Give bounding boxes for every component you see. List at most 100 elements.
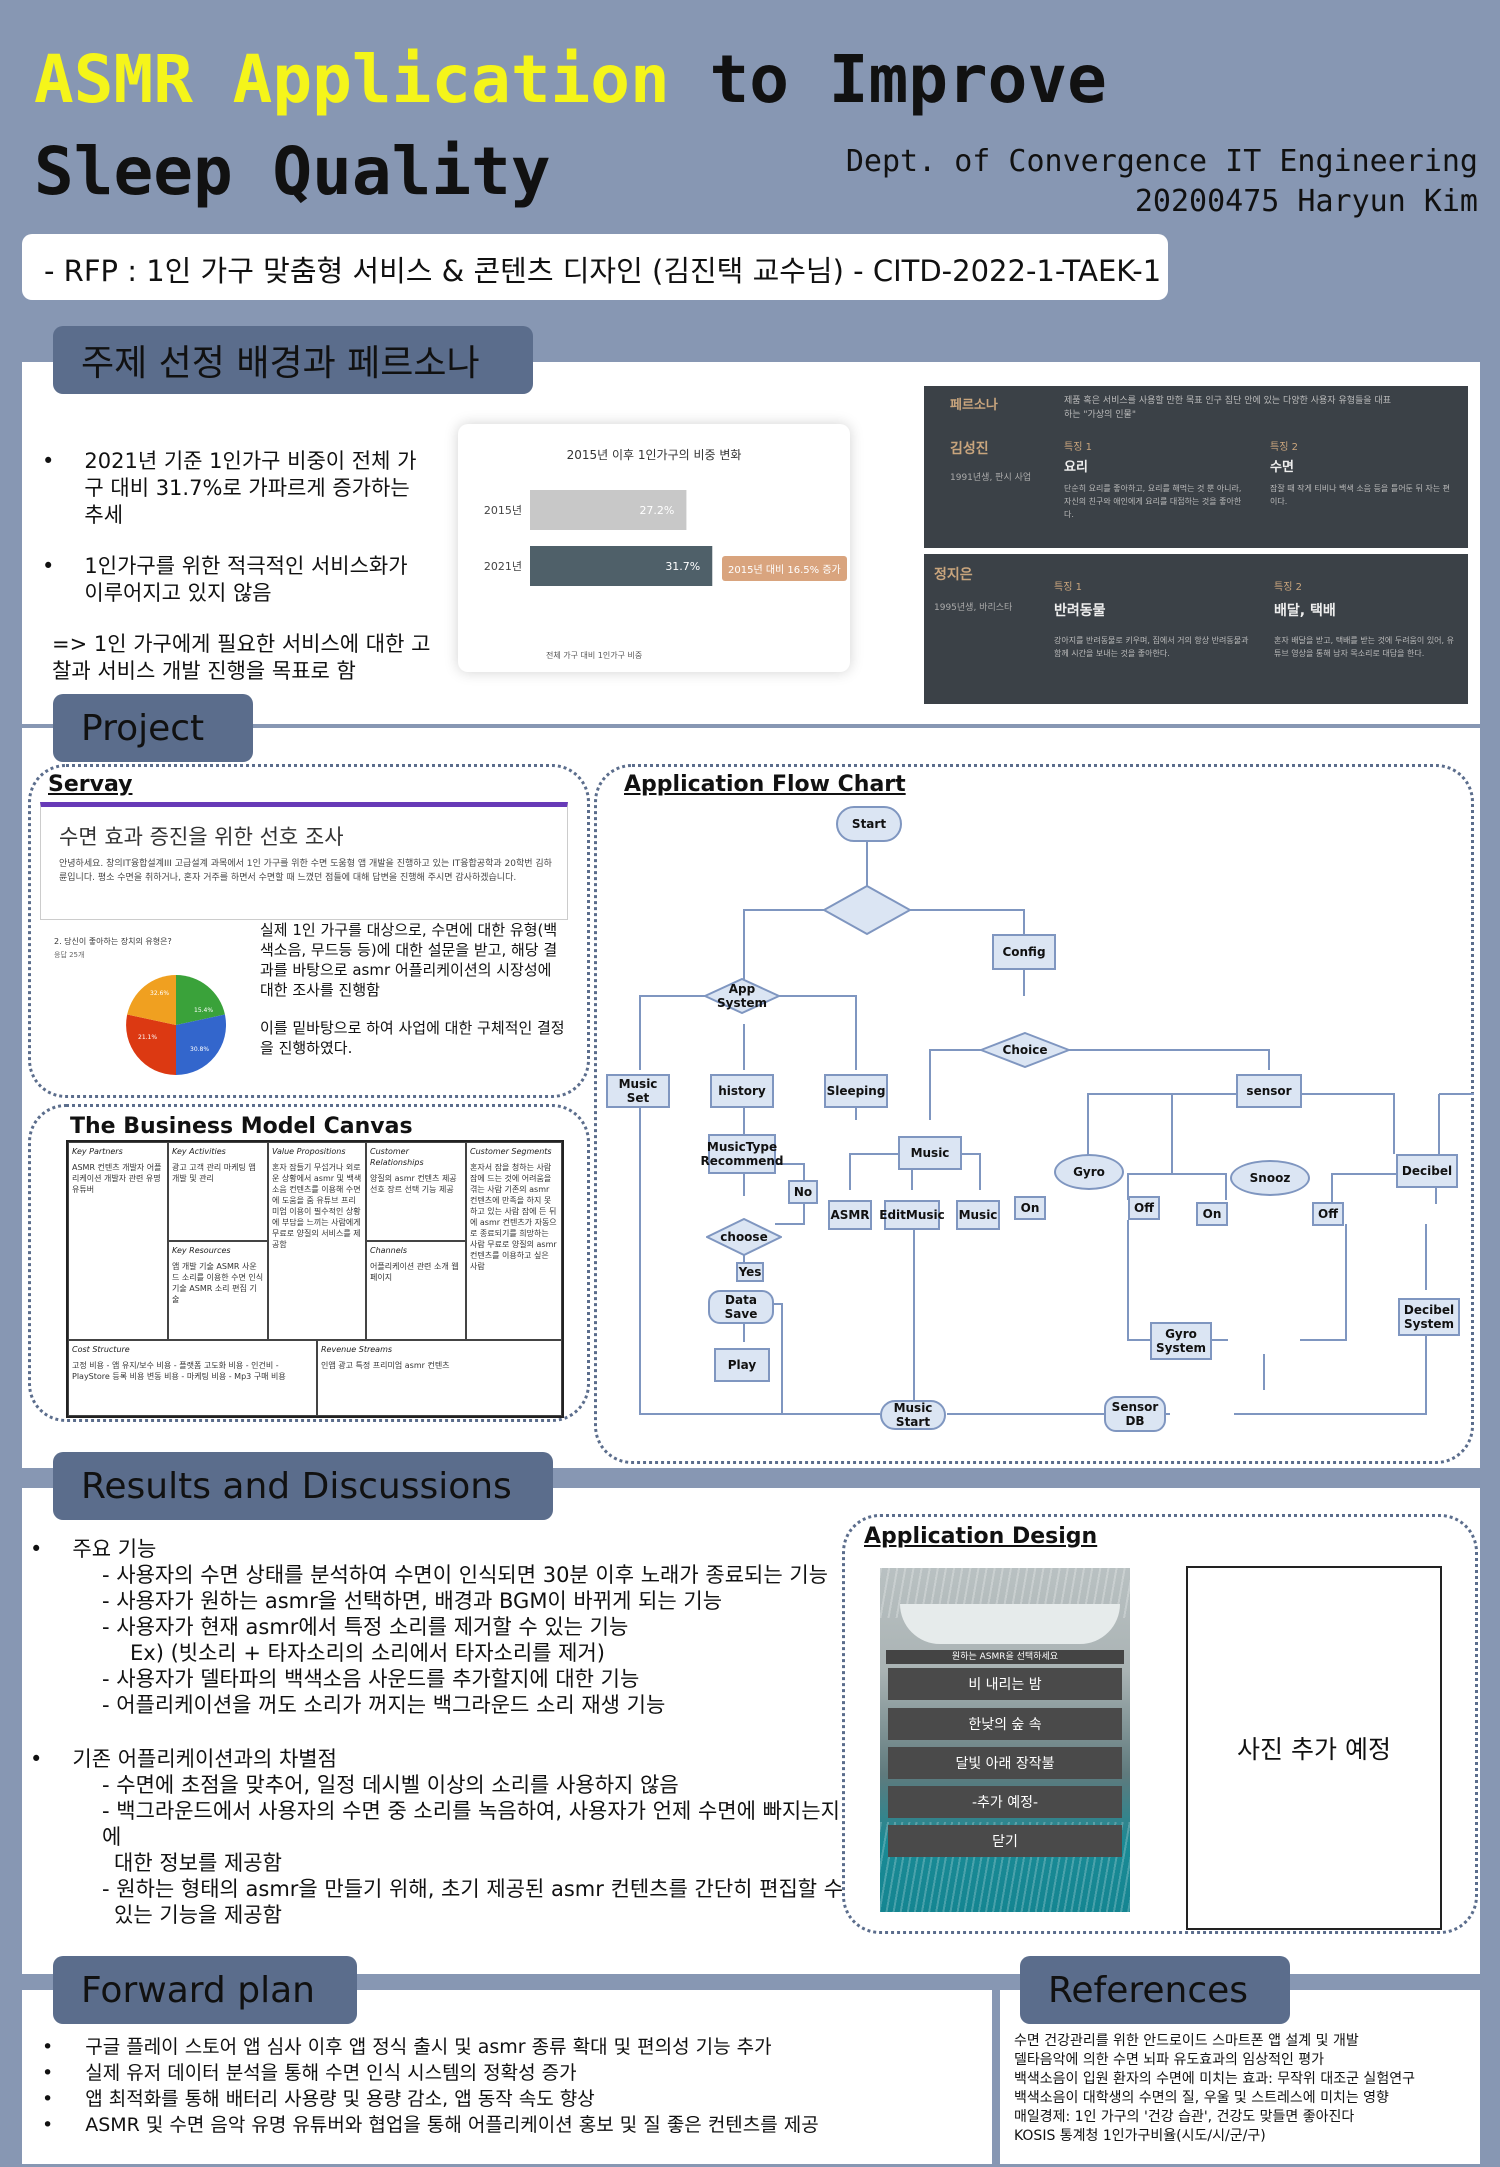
bar-category-label: 2015년 bbox=[484, 504, 522, 517]
persona1-f1-label: 특징 1 bbox=[1064, 442, 1092, 453]
flow-decision-main bbox=[822, 884, 912, 936]
flow-node-start: Start bbox=[836, 806, 902, 842]
flow-node-app-system: App System bbox=[704, 978, 780, 1014]
results-item-4: Ex) (빗소리 + 타자소리의 소리에서 타자소리를 제거) bbox=[130, 1641, 606, 1665]
flow-node-music-type-label: MusicType Recommend bbox=[700, 1140, 784, 1168]
pie-label-green: 15.4% bbox=[194, 1007, 213, 1014]
flow-node-no: No bbox=[788, 1180, 818, 1204]
flow-node-music-type: MusicType Recommend bbox=[701, 1134, 784, 1174]
forward-item-4: ASMR 및 수면 음악 유명 유튜버와 협업을 통해 어플리케이션 홍보 및 … bbox=[85, 2114, 819, 2136]
flow-node-start-label: Start bbox=[851, 817, 887, 831]
flow-node-snooz-label: Snooz bbox=[1249, 1171, 1291, 1185]
flow-node-music-2: Music bbox=[956, 1200, 1000, 1230]
flow-node-off-2: Off bbox=[1312, 1202, 1344, 1226]
flow-node-music-start: Music Start bbox=[880, 1400, 946, 1430]
flow-node-decibel-system-label: Decibel System bbox=[1403, 1303, 1455, 1331]
flow-node-off-1: Off bbox=[1128, 1196, 1160, 1220]
flow-node-history: history bbox=[710, 1074, 774, 1108]
bmc-value-propositions-text: 혼자 잠들기 무섭거나 외로운 상황에서 asmr 및 백색소음 컨텐츠를 이용… bbox=[272, 1163, 362, 1249]
reference-1: 수면 건강관리를 위한 안드로이드 스마트폰 앱 설계 및 개발 bbox=[1014, 2033, 1359, 2049]
flow-node-music-start-label: Music Start bbox=[893, 1401, 933, 1429]
section-title-results-text: Results and Discussions bbox=[81, 1465, 512, 1507]
survey-heading: Servay bbox=[48, 772, 133, 797]
flow-node-gyro: Gyro bbox=[1054, 1154, 1124, 1190]
flow-node-data-save-label: Data Save bbox=[724, 1293, 758, 1321]
results-diff-1: - 수면에 초점을 맞추어, 일정 데시벨 이상의 소리를 사용하지 않음 bbox=[102, 1773, 679, 1797]
app-menu-item-upcoming-label: -추가 예정- bbox=[971, 1795, 1039, 1811]
flowchart-heading: Application Flow Chart bbox=[624, 772, 906, 797]
flow-node-decibel-label: Decibel bbox=[1401, 1164, 1453, 1178]
flow-node-decibel: Decibel bbox=[1396, 1154, 1458, 1188]
flow-node-decibel-system: Decibel System bbox=[1398, 1298, 1460, 1336]
section-title-project-text: Project bbox=[81, 707, 205, 749]
persona-desc: 제품 혹은 서비스를 사용할 만한 목표 인구 집단 안에 있는 다양한 사용자… bbox=[1064, 396, 1391, 420]
reference-3: 백색소음이 입원 환자의 수면에 미치는 효과: 무작위 대조군 실험연구 bbox=[1014, 2071, 1415, 2087]
bmc-customer-segments-text: 혼자서 잠을 청하는 사람 잠에 드는 것에 어려움을 겪는 사람 기존의 as… bbox=[470, 1163, 557, 1271]
persona1-name: 김성진 bbox=[950, 441, 989, 457]
bmc-cost-structure-title: Cost Structure bbox=[72, 1345, 130, 1354]
flow-node-choose-label: choose bbox=[720, 1230, 768, 1244]
section-title-references: References bbox=[1020, 1956, 1290, 2024]
app-menu-close-button[interactable]: 닫기 bbox=[888, 1825, 1122, 1857]
forward-item-2: 실제 유저 데이터 분석을 통해 수면 인식 시스템의 정확성 증가 bbox=[85, 2062, 577, 2084]
flow-node-history-label: history bbox=[718, 1084, 766, 1098]
bar-value-label: 27.2% bbox=[639, 504, 674, 517]
flow-node-sensor-db: Sensor DB bbox=[1104, 1396, 1166, 1432]
background-bullet-2: 1인가구를 위한 적극적인 서비스화가 이루어지고 있지 않음 bbox=[84, 554, 408, 605]
section-title-forward-text: Forward plan bbox=[81, 1969, 315, 2011]
persona1-f2-label: 특징 2 bbox=[1270, 442, 1298, 453]
app-menu-item-rain-label: 비 내리는 밤 bbox=[968, 1677, 1042, 1693]
results-list: •주요 기능 - 사용자의 수면 상태를 분석하여 수면이 인식되면 30분 이… bbox=[30, 1536, 850, 1928]
photo-placeholder: 사진 추가 예정 bbox=[1186, 1566, 1442, 1930]
section-title-references-text: References bbox=[1048, 1969, 1249, 2011]
flow-node-editmusic: EditMusic bbox=[879, 1200, 945, 1230]
bar-category-label: 2021년 bbox=[484, 560, 522, 573]
bmc-cost-structure-text: 고정 비용 - 앱 유지/보수 비용 - 플랫폼 고도화 비용 - 인건비 - … bbox=[72, 1361, 286, 1381]
bar-chart-footnote: 전체 가구 대비 1인가구 비중 bbox=[546, 651, 643, 660]
flow-node-sensor: sensor bbox=[1236, 1074, 1302, 1108]
app-menu-item-campfire[interactable]: 달빛 아래 장작불 bbox=[888, 1747, 1122, 1779]
flow-node-data-save: Data Save bbox=[708, 1290, 774, 1324]
survey-form-header: 수면 효과 증진을 위한 선호 조사 안녕하세요. 창의IT융합설계III 고급… bbox=[40, 802, 568, 920]
flow-node-choice-label: Choice bbox=[1002, 1043, 1048, 1057]
app-menu-item-rain[interactable]: 비 내리는 밤 bbox=[888, 1668, 1122, 1700]
results-item-5: - 사용자가 델타파의 백색소음 사운드를 추가할지에 대한 기능 bbox=[102, 1667, 640, 1691]
bmc-cost-structure: Cost Structure 고정 비용 - 앱 유지/보수 비용 - 플랫폼 고… bbox=[68, 1340, 317, 1416]
bar bbox=[530, 490, 687, 530]
flow-node-no-label: No bbox=[793, 1185, 813, 1199]
flow-node-sleeping-label: Sleeping bbox=[826, 1084, 886, 1098]
pie-label-orange: 32.6% bbox=[150, 990, 169, 997]
persona1-f1-text: 단순히 요리를 좋아하고, 요리를 해먹는 것 뿐 아니라, 자신의 친구와 애… bbox=[1064, 484, 1242, 519]
title-line1-rest: to Improve bbox=[709, 41, 1107, 118]
flow-node-play: Play bbox=[714, 1348, 770, 1382]
app-menu-item-upcoming[interactable]: -추가 예정- bbox=[888, 1786, 1122, 1818]
persona2-f2-text: 혼자 배달을 받고, 택배를 받는 것에 두려움이 있어, 유튜브 영상을 통해… bbox=[1274, 636, 1454, 658]
department: Dept. of Convergence IT Engineering bbox=[845, 144, 1478, 179]
forward-item-1: 구글 플레이 스토어 앱 심사 이후 앱 정식 출시 및 asmr 종류 확대 … bbox=[85, 2036, 772, 2058]
survey-pie-chart: 32.6% 15.4% 30.8% 21.1% bbox=[126, 975, 226, 1075]
flow-node-snooz: Snooz bbox=[1230, 1160, 1310, 1196]
results-diff-3: 대한 정보를 제공함 bbox=[114, 1851, 282, 1875]
app-menu-close-button-label: 닫기 bbox=[992, 1834, 1018, 1850]
author-block: Dept. of Convergence IT Engineering 2020… bbox=[846, 142, 1478, 222]
flow-node-play-label: Play bbox=[727, 1358, 757, 1372]
bar-chart-title: 2015년 이후 1인가구의 비중 변화 bbox=[566, 448, 742, 462]
section-title-project: Project bbox=[53, 694, 253, 762]
bmc-key-partners-text: ASMR 컨텐츠 개발자 어플리케이션 개발자 관련 유명 유튜버 bbox=[72, 1163, 162, 1194]
results-item-2: - 사용자가 원하는 asmr을 선택하면, 배경과 BGM이 바뀌게 되는 기… bbox=[102, 1589, 723, 1613]
flow-node-music-set-label: Music Set bbox=[618, 1077, 658, 1105]
persona2-f2-title: 배달, 택배 bbox=[1274, 603, 1336, 619]
section-title-background: 주제 선정 배경과 페르소나 bbox=[53, 326, 533, 394]
bmc-heading: The Business Model Canvas bbox=[70, 1114, 413, 1139]
app-menu-item-forest[interactable]: 한낮의 숲 속 bbox=[888, 1708, 1122, 1740]
persona-header: 페르소나 bbox=[950, 398, 998, 413]
background-bullets: •2021년 기준 1인가구 비중이 전체 가구 대비 31.7%로 가파르게 … bbox=[42, 449, 431, 683]
pie-slice-green bbox=[176, 975, 225, 1025]
bmc-channels-title: Channels bbox=[370, 1246, 408, 1255]
